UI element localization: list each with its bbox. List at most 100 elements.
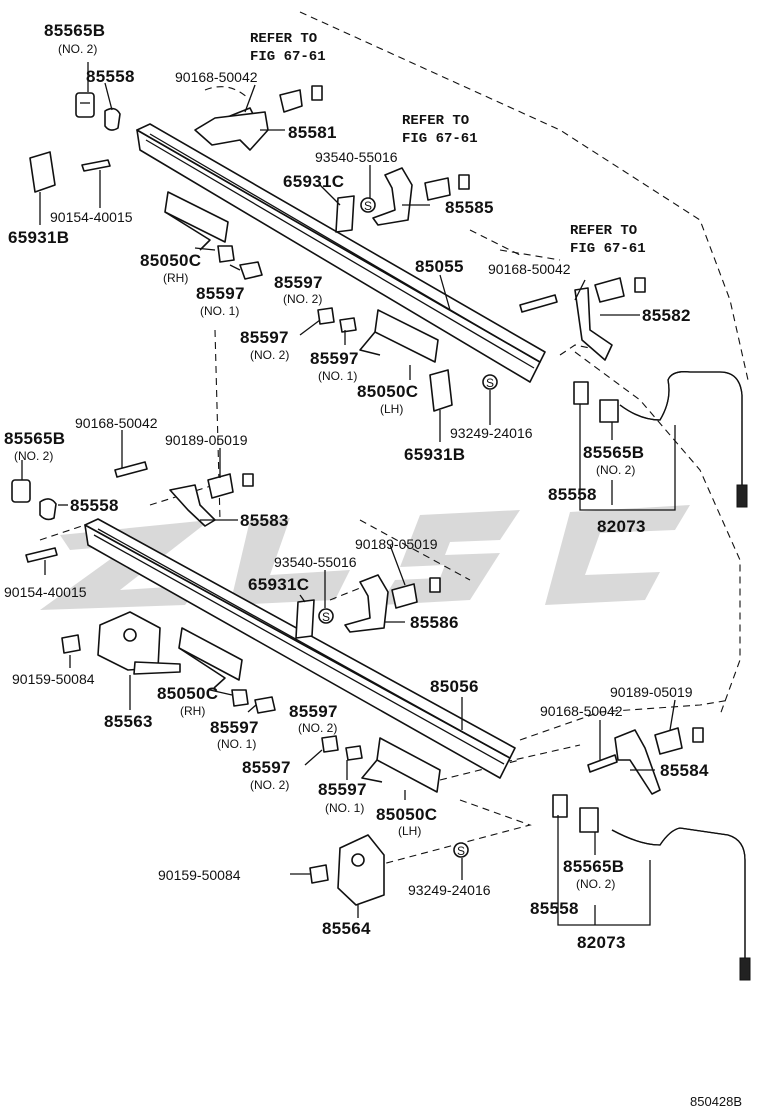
callout-85050C-lh2: 85050C (376, 805, 437, 824)
callout-90168-2: 90168-50042 (488, 261, 571, 277)
callout-no2-top: (NO. 2) (58, 42, 97, 56)
callout-85597-a: 85597 (274, 273, 323, 292)
leader-lines (21, 62, 676, 926)
callout-65931B-1: 65931B (8, 228, 69, 247)
callout-85597-b-sub: (NO. 1) (200, 304, 239, 318)
callout-82073-2: 82073 (577, 933, 626, 952)
callout-85564: 85564 (322, 919, 371, 938)
callout-85597-c-sub: (NO. 2) (250, 348, 289, 362)
callout-65931B-2: 65931B (404, 445, 465, 464)
callout-85586: 85586 (410, 613, 459, 632)
nut-85597-a (239, 261, 263, 280)
callout-85597-f-sub: (NO. 1) (217, 737, 256, 751)
callout-85597-e-sub: (NO. 2) (298, 721, 337, 735)
bolt-90159-2 (309, 864, 329, 884)
guide-85050C-rh1 (164, 191, 229, 251)
cover-65931C-1 (335, 195, 355, 233)
cover-65931C-2 (295, 599, 315, 639)
callout-85558-l2: 85558 (70, 496, 119, 515)
callout-85597-h: 85597 (318, 780, 367, 799)
screw-90154-1 (81, 159, 111, 172)
callout-lh2: (LH) (398, 824, 421, 838)
clip-85565B-top (75, 92, 95, 118)
callout-90189-1: 90189-05019 (165, 432, 248, 448)
callout-90168-3: 90168-50042 (75, 415, 158, 431)
callout-85565B-r2: 85565B (563, 857, 624, 876)
callout-refer2b: FIG 67-61 (402, 131, 478, 147)
callout-93540-2: 93540-55016 (274, 554, 357, 570)
callout-90189-2: 90189-05019 (355, 536, 438, 552)
callout-85583: 85583 (240, 511, 289, 530)
callout-65931C-2: 65931C (248, 575, 309, 594)
callout-85597-f: 85597 (210, 718, 259, 737)
callout-85582: 85582 (642, 306, 691, 325)
callout-93540-1: 93540-55016 (315, 149, 398, 165)
callout-85565B-r1: 85565B (583, 443, 644, 462)
phantom-lines (39, 11, 749, 871)
callout-rh2: (RH) (180, 704, 205, 718)
callout-85055: 85055 (415, 257, 464, 276)
callout-refer3a: REFER TO (570, 223, 637, 239)
housing-85563 (97, 611, 181, 675)
clip-marker-4: S (453, 842, 469, 858)
clip-marker-1: S (360, 197, 376, 213)
callout-85597-g-sub: (NO. 2) (250, 778, 289, 792)
callout-90168-1: 90168-50042 (175, 69, 258, 85)
callout-85565B-top: 85565B (44, 21, 105, 40)
bracket-85582 (574, 287, 613, 361)
clip-marker-3: S (318, 608, 334, 624)
callout-85597-c: 85597 (240, 328, 289, 347)
clip-90189-1 (207, 473, 254, 499)
nut-85597-e (254, 696, 276, 714)
callout-82073-1: 82073 (597, 517, 646, 536)
svg-text:S: S (457, 844, 465, 858)
screw-90168-3 (114, 461, 148, 478)
clip-90189-2 (391, 577, 441, 609)
grommet-85558-top (104, 107, 121, 131)
callout-no2-l2: (NO. 2) (14, 449, 53, 463)
svg-text:S: S (364, 199, 372, 213)
callout-85558-r2: 85558 (530, 899, 579, 918)
clip-refer-3 (594, 277, 646, 303)
bolt-90168-2 (519, 294, 558, 313)
nut-85597-b (217, 245, 235, 263)
cable-82073-2 (552, 794, 751, 981)
callout-90154-2: 90154-40015 (4, 584, 87, 600)
guide-85050C-rh2 (178, 627, 243, 689)
clip-refer-1 (279, 85, 323, 113)
callouts: 85565B (NO. 2) 85558 REFER TO FIG 67-61 … (4, 21, 742, 1109)
callout-85050C-lh1: 85050C (357, 382, 418, 401)
clip-90189-3 (654, 727, 704, 755)
callout-90154-1: 90154-40015 (50, 209, 133, 225)
nut-85597-c (317, 307, 335, 325)
callout-85563: 85563 (104, 712, 153, 731)
callout-refer1b: FIG 67-61 (250, 49, 326, 65)
clip-refer-2 (424, 174, 470, 201)
callout-85597-h-sub: (NO. 1) (325, 801, 364, 815)
handle-85586 (344, 574, 389, 633)
diagram-code: 850428B (690, 1094, 742, 1109)
nut-85597-h (345, 745, 363, 761)
callout-refer1a: REFER TO (250, 31, 317, 47)
callout-no2-r1: (NO. 2) (596, 463, 635, 477)
clip-85565B-left2 (11, 479, 31, 503)
callout-93249-1: 93249-24016 (450, 425, 533, 441)
nut-85597-d (339, 317, 357, 333)
callout-90168-4: 90168-50042 (540, 703, 623, 719)
callout-90159-1: 90159-50084 (12, 671, 95, 687)
handle-85585 (372, 167, 413, 226)
nut-85597-f (231, 689, 249, 707)
guide-85050C-lh2 (361, 737, 441, 793)
callout-85597-a-sub: (NO. 2) (283, 292, 322, 306)
callout-85584: 85584 (660, 761, 709, 780)
callout-85050C-rh1: 85050C (140, 251, 201, 270)
callout-65931C-1: 65931C (283, 172, 344, 191)
guide-85050C-lh1 (359, 309, 439, 363)
bolt-90159-1 (61, 634, 81, 654)
rail-85056 (84, 518, 516, 779)
callout-85597-g: 85597 (242, 758, 291, 777)
callout-lh1: (LH) (380, 402, 403, 416)
callout-85585: 85585 (445, 198, 494, 217)
